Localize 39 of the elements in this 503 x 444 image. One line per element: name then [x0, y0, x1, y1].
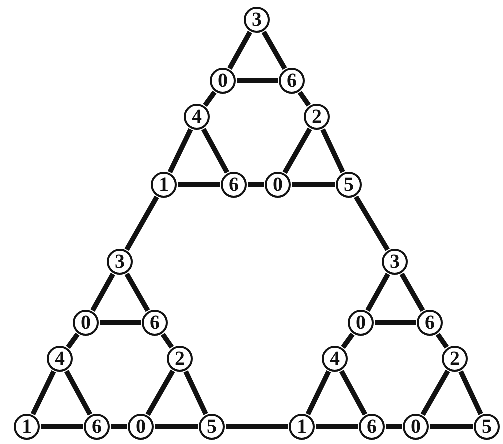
connector-line — [375, 320, 416, 326]
connector-line — [354, 196, 390, 252]
connector-line — [90, 273, 116, 312]
connector-line — [458, 370, 484, 416]
connector-line — [340, 370, 368, 416]
connector-line — [178, 182, 220, 188]
connector-line — [160, 333, 174, 349]
connector-line — [316, 424, 358, 430]
connector-line — [111, 424, 127, 430]
connector-line — [341, 332, 355, 350]
connector-line — [320, 128, 346, 174]
connector-line — [366, 273, 390, 312]
connector-line — [262, 30, 288, 70]
connector-line — [282, 128, 312, 174]
connector-line — [155, 424, 198, 430]
connector-line — [124, 196, 160, 252]
connector-line — [228, 31, 252, 70]
connector-line — [298, 91, 312, 107]
connector-line — [64, 370, 92, 416]
connector-line — [146, 370, 176, 416]
connector-line — [292, 182, 335, 188]
connector-line — [430, 424, 473, 430]
connector-line — [168, 128, 194, 174]
connector-line — [226, 424, 288, 430]
connector-line — [386, 424, 402, 430]
connector-line — [436, 333, 450, 349]
connector-line — [400, 272, 426, 312]
connector-line — [203, 90, 217, 108]
connector-line — [184, 370, 208, 416]
connector-line — [41, 424, 83, 430]
connector-line — [66, 332, 80, 350]
connector-line — [100, 320, 141, 326]
connector-line — [237, 78, 278, 84]
connector-line — [30, 370, 56, 416]
connector-line — [306, 370, 332, 416]
connector-line — [420, 370, 450, 416]
connector-line — [202, 128, 230, 174]
connector-line — [248, 182, 264, 188]
connector-line — [124, 272, 150, 312]
